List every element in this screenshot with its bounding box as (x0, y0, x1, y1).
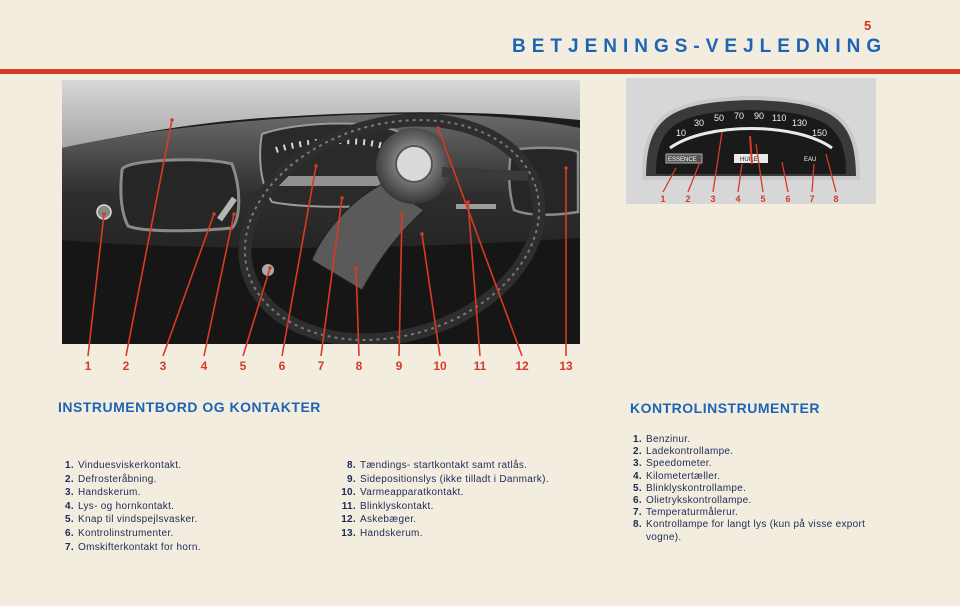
dial-label: 70 (734, 111, 744, 121)
list-item: 10.Varmeapparatkontakt. (341, 487, 464, 499)
callout-number: 10 (433, 359, 447, 373)
list-item: 4.Lys- og hornkontakt. (65, 500, 175, 512)
list-item: 1.Vinduesviskerkontakt. (65, 460, 182, 471)
callout-number: 6 (278, 359, 286, 373)
gauge-callout-number: 2 (685, 194, 690, 204)
section-title-instruments: KONTROLINSTRUMENTER (630, 400, 820, 416)
page-number: 5 (864, 18, 872, 33)
list-item: 5.Blinklyskontrollampe. (633, 482, 747, 494)
fuel-panel-label: ESSENCE (668, 157, 697, 163)
dashboard-photo (62, 80, 580, 344)
windshield (62, 80, 580, 148)
header-red-rule (0, 69, 960, 74)
section-title-dashboard: INSTRUMENTBORD OG KONTAKTER (58, 399, 321, 415)
list-item: 7.Temperaturmålerur. (633, 507, 739, 519)
list-item: 5.Knap til vindspejlsvasker. (65, 514, 198, 526)
oil-panel-label: HUILE (740, 157, 758, 163)
gauge-callout-number: 3 (710, 194, 715, 204)
dial-label: 50 (714, 113, 724, 123)
callout-number: 5 (239, 359, 247, 373)
gauge-callout-number: 1 (660, 194, 665, 204)
callout-number: 4 (200, 359, 208, 373)
list-item: 1.Benzinur. (633, 434, 691, 445)
callout-number: 8 (355, 359, 363, 373)
list-item: 3.Speedometer. (633, 458, 712, 470)
blinker-lever (456, 204, 496, 209)
dashboard-legend-col1: 1.Vinduesviskerkontakt. 2.Defrosteråbnin… (58, 459, 201, 554)
list-item: 2.Ladekontrollampe. (633, 446, 734, 458)
list-item: 8.Tændings- startkontakt samt ratlås. (347, 460, 528, 471)
callout-number: 1 (84, 359, 92, 373)
list-item: 9.Sidepositionslys (ikke tilladt i Danma… (347, 473, 549, 485)
dial-label: 90 (754, 111, 764, 121)
list-item: 11.Blinklyskontakt. (341, 500, 434, 512)
dial-label: 150 (812, 128, 827, 138)
instrument-legend: 1.Benzinur. 2.Ladekontrollampe. 3.Speedo… (626, 434, 878, 544)
page-header-title: BETJENINGS-VEJLEDNING (512, 36, 888, 57)
list-item: 7.Omskifterkontakt for horn. (65, 541, 201, 553)
water-panel-label: EAU (804, 157, 816, 163)
gauge-callout-number: 7 (809, 194, 814, 204)
callout-number: 11 (473, 359, 487, 373)
gauge-callout-number: 6 (785, 194, 790, 204)
gauge-callout-number: 8 (833, 194, 838, 204)
callout-number: 9 (395, 359, 403, 373)
callout-number: 2 (122, 359, 130, 373)
callout-number: 3 (159, 359, 167, 373)
wiper-switch-knob (96, 204, 112, 220)
dial-label: 10 (676, 128, 686, 138)
gauge-callout-number: 4 (735, 194, 740, 204)
callout-number: 13 (559, 359, 573, 373)
list-item: 6.Olietrykskontrollampe. (633, 495, 752, 507)
list-item: 4.Kilometertæller. (633, 470, 721, 482)
list-item: 2.Defrosteråbning. (65, 473, 157, 485)
callout-number: 12 (515, 359, 529, 373)
list-item: 6.Kontrolinstrumenter. (65, 527, 174, 539)
list-item: 13.Handskerum. (341, 527, 423, 539)
dashboard-legend-col2: 8.Tændings- startkontakt samt ratlås. 9.… (340, 459, 549, 541)
dial-label: 30 (694, 118, 704, 128)
dial-label: 130 (792, 118, 807, 128)
gauge-callout-number: 5 (760, 194, 765, 204)
list-item: 8.Kontrollampe for langt lys (kun på vis… (633, 519, 866, 543)
list-item: 3.Handskerum. (65, 487, 141, 499)
dial-label: 110 (772, 113, 786, 123)
instrument-cluster-photo: 10 30 50 70 90 110 130 150 ESSENCE HUILE… (626, 78, 876, 204)
callout-number: 7 (317, 359, 325, 373)
list-item: 12.Askebæger. (341, 514, 417, 526)
